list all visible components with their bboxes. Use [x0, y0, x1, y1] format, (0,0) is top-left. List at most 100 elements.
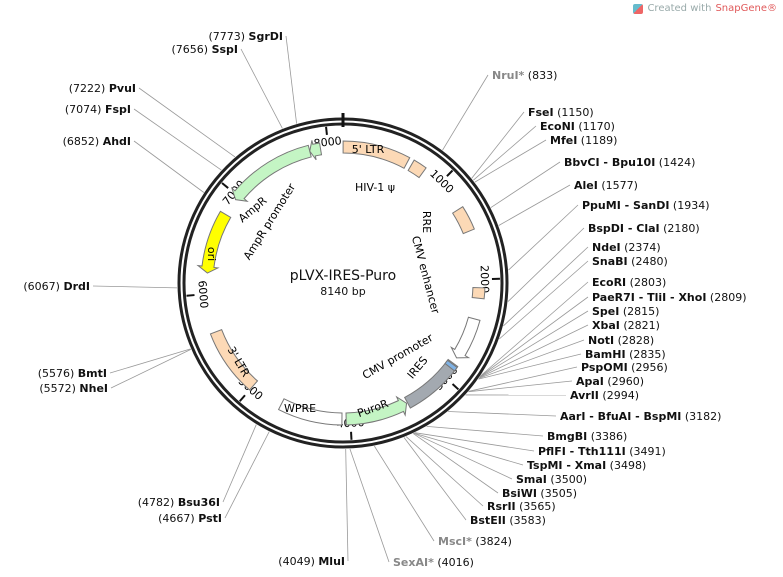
feature-hiv-1[interactable]: [407, 159, 427, 179]
enzyme-position: (3182): [681, 410, 721, 423]
feature-wpre[interactable]: [277, 398, 343, 426]
enzyme-site-sexai[interactable]: SexAI* (4016): [393, 556, 474, 569]
enzyme-site-avrii[interactable]: AvrII (2994): [570, 389, 639, 402]
enzyme-name: SnaBI: [592, 255, 628, 268]
tick-mark: [325, 126, 328, 135]
enzyme-site-fspi[interactable]: (7074) FspI: [65, 103, 131, 116]
enzyme-site-smai[interactable]: SmaI (3500): [516, 473, 587, 486]
enzyme-site-line: [109, 348, 191, 374]
feature-label-cmv-promoter: CMV promoter: [360, 331, 436, 382]
enzyme-site-pvui[interactable]: (7222) PvuI: [69, 82, 136, 95]
enzyme-position: (2374): [621, 241, 661, 254]
enzyme-site-bsiwi[interactable]: BsiWI (3505): [502, 487, 577, 500]
enzyme-site-line: [110, 349, 192, 389]
enzyme-site-ppumi-sandi[interactable]: PpuMI - SanDI (1934): [582, 199, 710, 212]
enzyme-site-line: [240, 48, 283, 129]
enzyme-position: (7773): [208, 30, 248, 43]
enzyme-site-apai[interactable]: ApaI (2960): [576, 375, 644, 388]
enzyme-site-spei[interactable]: SpeI (2815): [592, 305, 659, 318]
enzyme-site-bamhi[interactable]: BamHI (2835): [585, 348, 666, 361]
enzyme-position: (2821): [620, 319, 660, 332]
enzyme-position: (7656): [171, 43, 211, 56]
enzyme-site-line: [499, 260, 589, 340]
enzyme-position: (3491): [626, 445, 666, 458]
enzyme-site-alei[interactable]: AleI (1577): [574, 179, 638, 192]
enzyme-site-line: [222, 424, 257, 503]
enzyme-name: PstI: [198, 512, 222, 525]
enzyme-site-pspomi[interactable]: PspOMI (2956): [581, 361, 668, 374]
enzyme-site-nrui[interactable]: NruI* (833): [492, 69, 557, 82]
enzyme-site-snabi[interactable]: SnaBI (2480): [592, 255, 668, 268]
enzyme-site-mfei[interactable]: MfeI (1189): [550, 134, 617, 147]
feature-cmv-promoter[interactable]: [450, 316, 481, 359]
feature-ampr-promoter[interactable]: [309, 140, 323, 161]
feature-ori[interactable]: [196, 210, 232, 274]
enzyme-site-tspmi-xmai[interactable]: TspMI - XmaI (3498): [527, 459, 646, 472]
enzyme-site-sgrdi[interactable]: (7773) SgrDI: [208, 30, 283, 43]
enzyme-site-rsrii[interactable]: RsrII (3565): [487, 500, 556, 513]
enzyme-name: SmaI: [516, 473, 547, 486]
snapgene-logo-icon: [633, 3, 644, 14]
enzyme-site-line: [403, 437, 467, 521]
enzyme-site-ndei[interactable]: NdeI (2374): [592, 241, 661, 254]
enzyme-site-aari-bfuai-bspmi[interactable]: AarI - BfuAI - BspMI (3182): [560, 410, 721, 423]
enzyme-site-line: [133, 108, 222, 171]
enzyme-name: BsiWI: [502, 487, 537, 500]
enzyme-name: FseI: [528, 106, 554, 119]
enzyme-site-line: [442, 74, 489, 151]
enzyme-position: (2835): [626, 348, 666, 361]
enzyme-site-line: [412, 433, 499, 494]
enzyme-name: PaeR7I - TliI - XhoI: [592, 291, 706, 304]
enzyme-name: TspMI - XmaI: [527, 459, 606, 472]
feature-puror[interactable]: [345, 395, 408, 426]
enzyme-position: (2803): [626, 276, 666, 289]
enzyme-site-econi[interactable]: EcoNI (1170): [540, 120, 615, 133]
enzyme-site-line: [345, 448, 349, 562]
enzyme-site-nhei[interactable]: (5572) NheI: [39, 382, 108, 395]
feature-5-ltr[interactable]: [342, 140, 411, 169]
enzyme-site-bbvci-bpu10i[interactable]: BbvCI - Bpu10I (1424): [564, 156, 695, 169]
enzyme-name: Bsu36I: [178, 496, 220, 509]
enzyme-site-mlui[interactable]: (4049) MluI: [278, 555, 345, 568]
enzyme-position: (6067): [23, 280, 63, 293]
feature-rre[interactable]: [451, 206, 476, 235]
enzyme-site-ecori[interactable]: EcoRI (2803): [592, 276, 666, 289]
enzyme-site-bmti[interactable]: (5576) BmtI: [38, 367, 107, 380]
enzyme-name: MfeI: [550, 134, 577, 147]
enzyme-site-drdi[interactable]: (6067) DrdI: [23, 280, 90, 293]
enzyme-site-bsteii[interactable]: BstEII (3583): [470, 514, 546, 527]
enzyme-name: SexAI*: [393, 556, 434, 569]
enzyme-name: AarI - BfuAI - BspMI: [560, 410, 681, 423]
enzyme-position: (2180): [660, 222, 700, 235]
enzyme-position: (4016): [434, 556, 474, 569]
enzyme-site-line: [473, 125, 537, 181]
enzyme-position: (1189): [577, 134, 617, 147]
enzyme-site-ahdi[interactable]: (6852) AhdI: [63, 135, 131, 148]
enzyme-site-pflfi-tth111i[interactable]: PflFI - Tth111I (3491): [538, 445, 666, 458]
enzyme-site-bmgbi[interactable]: BmgBI (3386): [547, 430, 627, 443]
snapgene-credit[interactable]: Created with SnapGene®: [633, 3, 777, 14]
enzyme-site-sspi[interactable]: (7656) SspI: [171, 43, 238, 56]
enzyme-position: (1424): [655, 156, 695, 169]
feature-cmv-enhancer[interactable]: [471, 286, 486, 300]
enzyme-site-fsei[interactable]: FseI (1150): [528, 106, 594, 119]
enzyme-position: (7222): [69, 82, 109, 95]
enzyme-name: AleI: [574, 179, 598, 192]
enzyme-position: (3505): [537, 487, 577, 500]
enzyme-name: EcoRI: [592, 276, 626, 289]
enzyme-site-bsu36i[interactable]: (4782) Bsu36I: [138, 496, 220, 509]
enzyme-site-noti[interactable]: NotI (2828): [588, 334, 654, 347]
enzyme-site-psti[interactable]: (4667) PstI: [158, 512, 222, 525]
enzyme-name: BbvCI - Bpu10I: [564, 156, 655, 169]
enzyme-site-msci[interactable]: MscI* (3824): [438, 535, 512, 548]
enzyme-site-paer7i-tlii-xhoi[interactable]: PaeR7I - TliI - XhoI (2809): [592, 291, 747, 304]
feature-3-ltr[interactable]: [209, 328, 259, 391]
enzyme-site-bspdi-clai[interactable]: BspDI - ClaI (2180): [588, 222, 700, 235]
feature-ampr[interactable]: [230, 144, 312, 202]
enzyme-site-xbai[interactable]: XbaI (2821): [592, 319, 660, 332]
enzyme-name: BmgBI: [547, 430, 587, 443]
feature-ires[interactable]: [403, 358, 459, 409]
enzyme-name: PpuMI - SanDI: [582, 199, 669, 212]
enzyme-site-line: [405, 436, 484, 507]
